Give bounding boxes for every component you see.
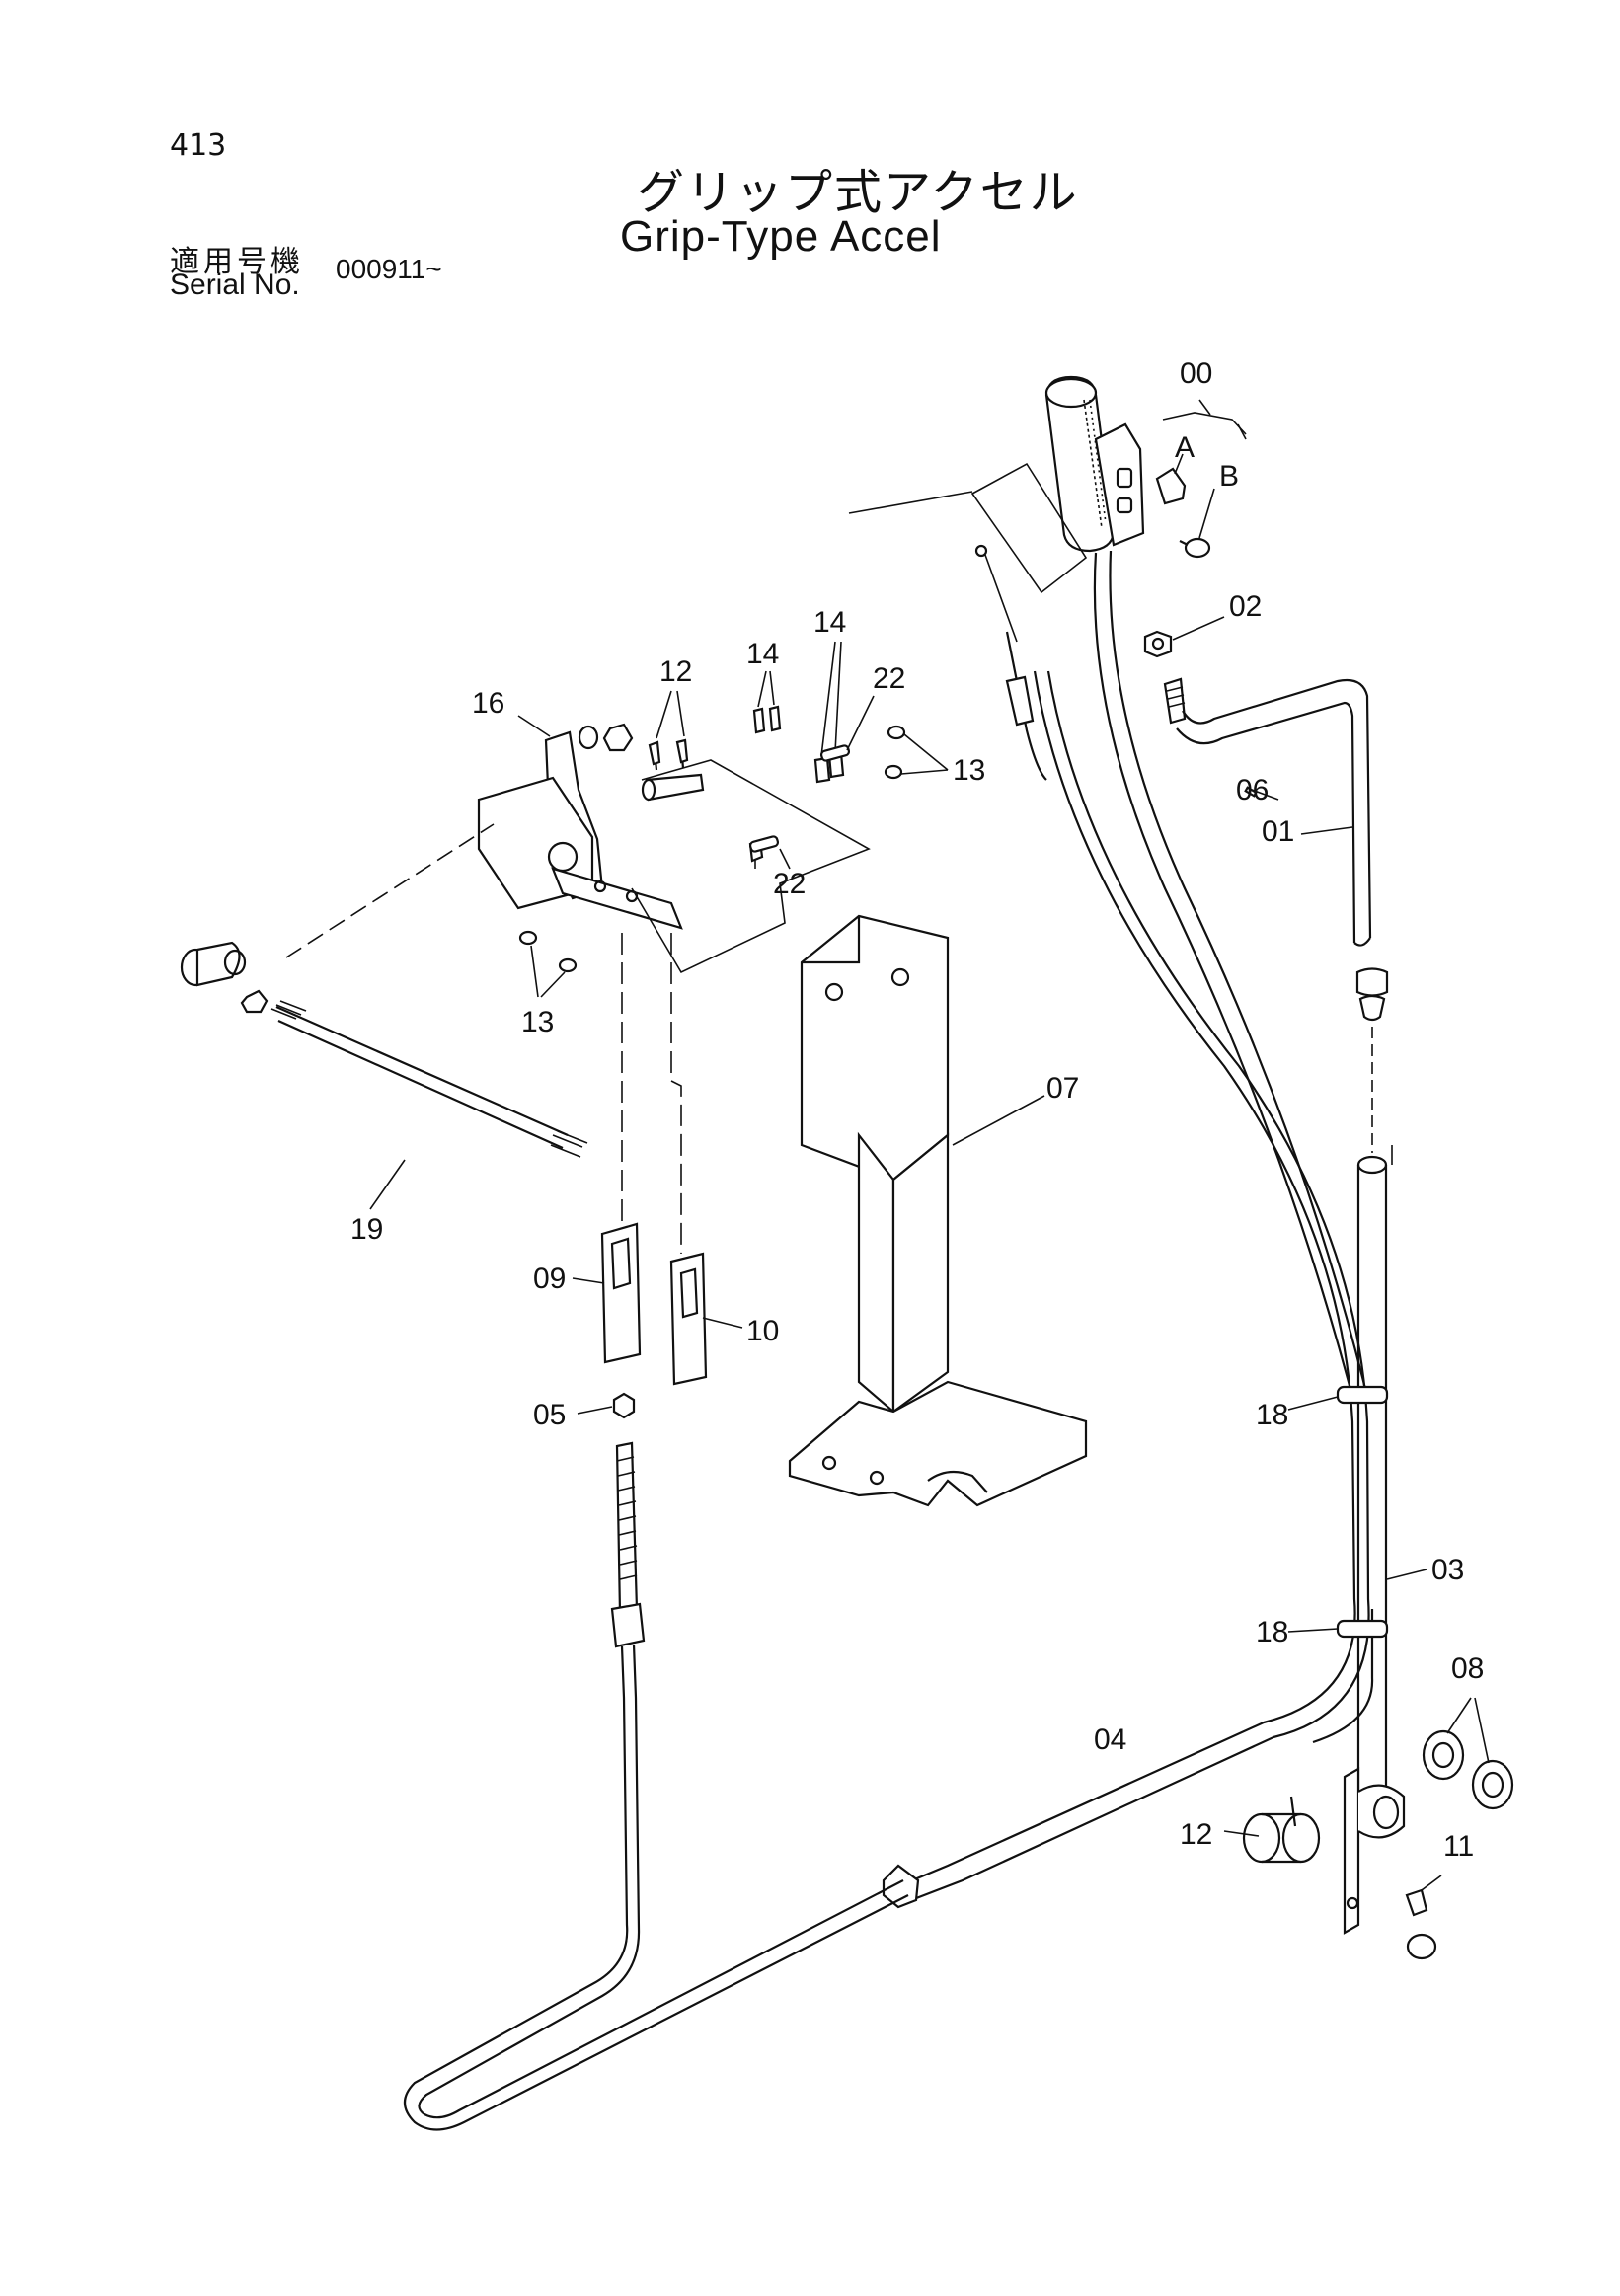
pedestal-bracket	[788, 914, 1088, 1507]
callout-22-upper: 22	[873, 662, 905, 695]
callout-13-left: 13	[521, 1006, 554, 1038]
clevis-and-cable	[403, 933, 909, 2131]
callout-11: 11	[1443, 1830, 1474, 1863]
page-number: 413	[170, 128, 227, 163]
callout-01: 01	[1262, 815, 1294, 848]
callout-09: 09	[533, 1263, 566, 1295]
vertical-tube	[1343, 1145, 1427, 1935]
callout-13-right: 13	[953, 754, 985, 787]
callout-a: A	[1175, 431, 1195, 464]
lever-bracket	[285, 491, 973, 998]
tube-assembly	[1143, 616, 1389, 1153]
grip-assembly	[970, 375, 1247, 594]
serial-label-japanese: 適用号機	[170, 245, 304, 279]
callout-19: 19	[350, 1213, 383, 1246]
rod-assembly	[180, 941, 588, 1210]
callout-07: 07	[1046, 1072, 1079, 1105]
callout-12-upper: 12	[659, 655, 692, 688]
callout-b: B	[1219, 460, 1239, 493]
callout-03: 03	[1431, 1554, 1464, 1586]
callout-10: 10	[746, 1315, 779, 1347]
page-title-english: Grip-Type Accel	[620, 212, 942, 261]
callout-14-left: 14	[746, 638, 779, 670]
callout-labels: 00 A B 02 06 01 16 12 14 14 22 13 22 13 …	[350, 357, 1484, 1863]
callout-00: 00	[1180, 357, 1212, 390]
callout-06: 06	[1236, 774, 1269, 806]
bushings-and-pins	[1223, 1697, 1514, 1960]
callout-08: 08	[1451, 1652, 1484, 1685]
callout-05: 05	[533, 1399, 566, 1431]
callout-14-right: 14	[813, 606, 846, 639]
page-title-japanese: グリップ式アクセル	[637, 165, 1079, 220]
serial-label-english: Serial No.	[170, 268, 300, 301]
callout-12-lower: 12	[1180, 1818, 1212, 1851]
callout-16: 16	[472, 687, 504, 720]
callout-02: 02	[1229, 590, 1262, 623]
serial-number-value: 000911~	[336, 254, 442, 284]
cables	[882, 544, 1389, 1909]
callout-18-lower: 18	[1256, 1616, 1288, 1648]
callout-18-upper: 18	[1256, 1399, 1288, 1431]
callout-22-lower: 22	[773, 868, 806, 900]
callout-04: 04	[1094, 1723, 1126, 1756]
